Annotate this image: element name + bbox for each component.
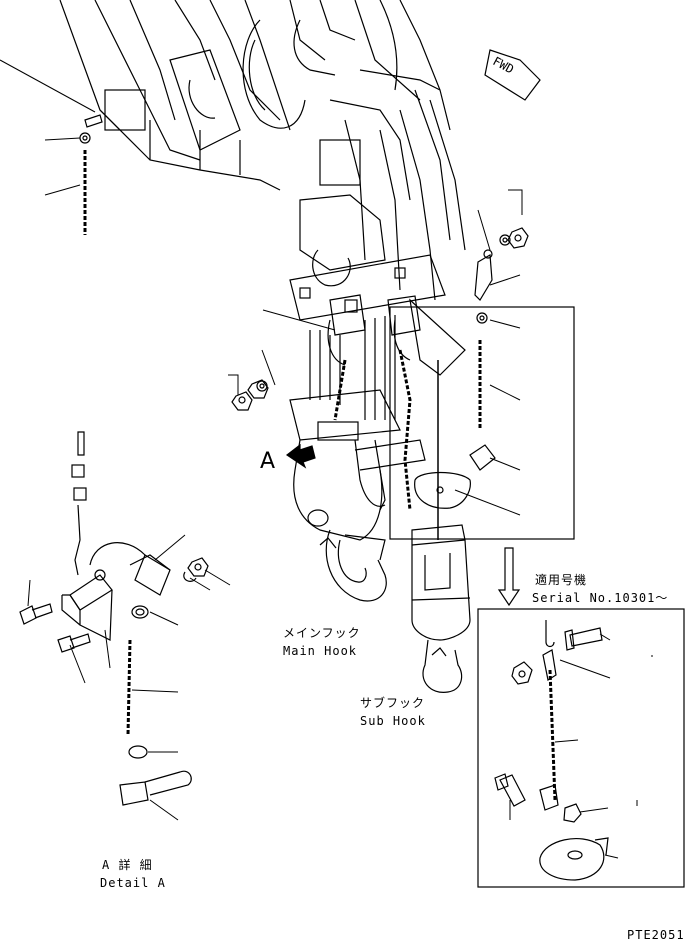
view-arrow <box>285 443 316 469</box>
fwd-arrow <box>484 49 541 101</box>
view-marker-a: A <box>260 449 276 474</box>
hook-block <box>289 315 426 602</box>
serial-detail-parts <box>494 620 609 881</box>
figure-code: PTE2051 <box>627 928 685 942</box>
nuts-washers <box>231 227 529 471</box>
serial-arrow <box>497 547 521 607</box>
boom-structure <box>59 0 466 376</box>
sub-hook <box>411 360 471 693</box>
detail-en-label: Detail A <box>100 876 166 890</box>
applicable-jp-label: 適用号機 <box>535 573 588 587</box>
main-hook-jp-label: メインフック <box>283 626 361 640</box>
detail-a-parts <box>19 431 209 806</box>
pin-parts <box>79 114 103 144</box>
chain <box>83 150 557 801</box>
leader-lines <box>0 59 653 859</box>
sub-hook-detail-frame <box>389 306 575 540</box>
detail-jp-label: A 詳 細 <box>102 858 153 872</box>
serial-detail-frame <box>477 608 685 888</box>
sub-hook-en-label: Sub Hook <box>360 714 426 728</box>
serial-label: Serial No.10301～ <box>532 591 669 605</box>
sub-hook-jp-label: サブフック <box>360 696 426 710</box>
main-hook-en-label: Main Hook <box>283 644 358 658</box>
